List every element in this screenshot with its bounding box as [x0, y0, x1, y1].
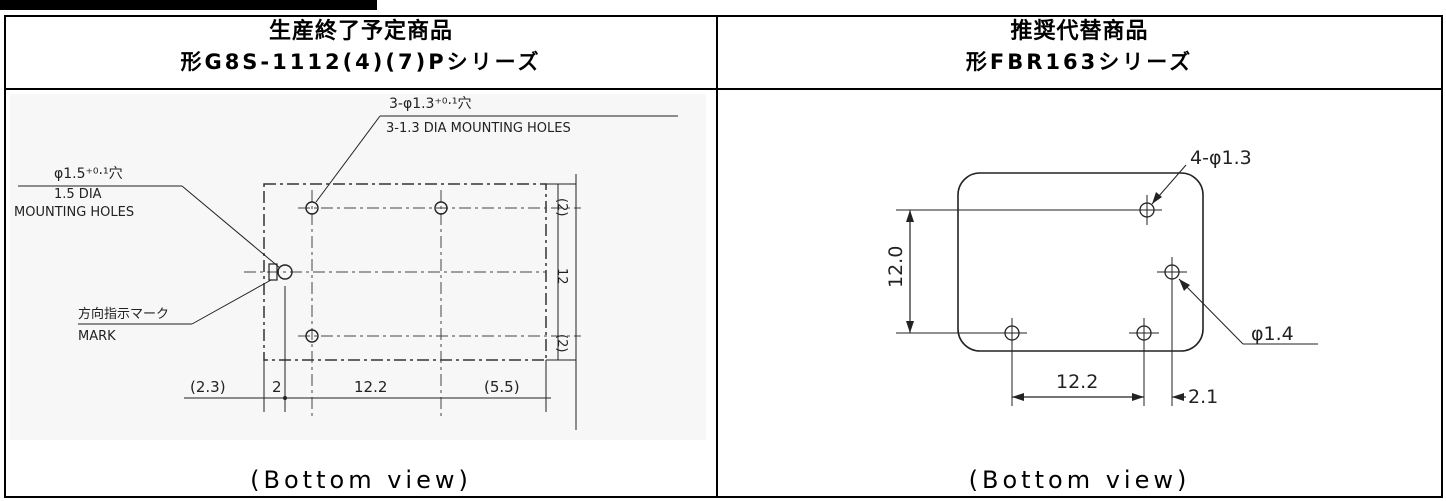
dim-2-bottom: (2) [554, 334, 569, 352]
comparison-table: 生産終了予定商品 形G8S-1112(4)(7)Pシリーズ 推奨代替商品 形FB… [4, 15, 1443, 498]
hole-bottom-left [305, 329, 319, 343]
dim-2-top: (2) [554, 198, 569, 216]
leader-left-hole [181, 185, 281, 269]
left-dimension-drawing: (2) 12 (2) 3-φ1.3⁺⁰·¹穴 3-1.3 DIA MOUNTIN… [10, 94, 706, 440]
dim-dot [283, 396, 287, 400]
leader-mark [191, 279, 272, 325]
left-hole-en-2: MOUNTING HOLES [14, 205, 134, 220]
left-header-cell: 生産終了予定商品 形G8S-1112(4)(7)Pシリーズ [4, 15, 718, 90]
scan-background [10, 94, 706, 440]
left-hole-en-1: 1.5 DIA [54, 187, 102, 202]
dim-5-5: (5.5) [484, 378, 520, 396]
direction-mark [268, 263, 278, 281]
hole-top-left [305, 201, 319, 215]
dim-12-0: 12.0 [885, 246, 907, 288]
left-title: 生産終了予定商品 [268, 19, 453, 44]
dim-phi-1-4: φ1.4 [1251, 323, 1294, 345]
arrow-down [906, 321, 914, 333]
dim-12-2: 12.2 [1056, 371, 1098, 393]
leader-arrow-2 [1179, 279, 1190, 291]
dim-12-2: 12.2 [354, 378, 387, 396]
top-hole-en: 3-1.3 DIA MOUNTING HOLES [386, 121, 571, 136]
top-hole-jp: 3-φ1.3⁺⁰·¹穴 [389, 96, 472, 112]
right-caption: (Bottom view) [968, 466, 1191, 494]
dim-12: 12 [554, 268, 569, 285]
hole-top-right [434, 201, 448, 215]
right-drawing-cell: 12.0 4-φ1.3 φ1.4 12.2 2. [716, 88, 1443, 498]
leader-phi-1-4 [1178, 278, 1244, 345]
right-dimension-drawing: 12.0 4-φ1.3 φ1.4 12.2 2. [885, 147, 1318, 408]
dim-2: 2 [272, 378, 282, 396]
mark-en: MARK [78, 329, 116, 344]
left-model: 形G8S-1112(4)(7)Pシリーズ [180, 50, 542, 74]
arrow-2-1 [1172, 393, 1184, 401]
left-hole-jp: φ1.5⁺⁰·¹穴 [54, 166, 123, 182]
hole-middle-right [1157, 257, 1187, 287]
hole-label: 4-φ1.3 [1190, 147, 1252, 169]
left-caption: (Bottom view) [250, 466, 472, 494]
arrow-right [1132, 393, 1144, 401]
right-header-cell: 推奨代替商品 形FBR163シリーズ [716, 15, 1443, 90]
top-black-bar [0, 0, 377, 10]
dim-2-3: (2.3) [190, 378, 226, 396]
leader-top-hole [315, 115, 381, 203]
arrow-left [1012, 393, 1024, 401]
mark-jp: 方向指示マーク [78, 306, 169, 322]
hole-mark [277, 264, 293, 280]
package-outline [957, 172, 1204, 352]
leader-arrow [1152, 192, 1162, 204]
left-drawing-cell: (2) 12 (2) 3-φ1.3⁺⁰·¹穴 3-1.3 DIA MOUNTIN… [4, 88, 718, 498]
arrow-up [906, 210, 914, 222]
right-title: 推奨代替商品 [1010, 19, 1149, 44]
hole-bottom-right [1129, 318, 1159, 348]
dim-2-1: 2.1 [1188, 386, 1218, 408]
right-model: 形FBR163シリーズ [965, 50, 1194, 74]
